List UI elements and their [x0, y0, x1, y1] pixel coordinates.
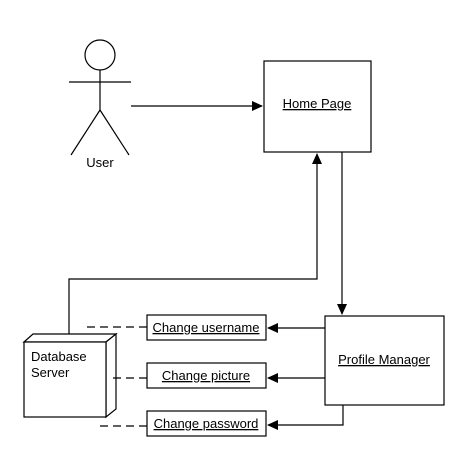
user-actor: [69, 39, 131, 156]
database-server-side-face: [105, 332, 117, 419]
home-page-node[interactable]: [263, 60, 372, 153]
profile-manager-label: Profile Manager: [338, 352, 430, 367]
change-password-label: Change password: [154, 416, 259, 431]
user-actor-right-leg: [99, 109, 130, 156]
change-username-node[interactable]: [146, 314, 267, 341]
database-server-label-line2: Server: [31, 365, 70, 380]
database-server-label-line1: Database: [31, 349, 87, 364]
database-server-front-face: [23, 341, 107, 418]
database-server-node[interactable]: [22, 332, 118, 419]
user-actor-label: User: [86, 155, 114, 170]
profile-manager-to-change-password-arrow: [267, 405, 344, 430]
change-picture-node[interactable]: [146, 362, 267, 389]
change-username-label: Change username: [153, 320, 260, 335]
user-actor-head: [84, 39, 116, 71]
user-actor-left-leg: [70, 109, 101, 156]
database-server-top-face: [22, 333, 118, 343]
database-server-to-home-page-arrow: [68, 153, 322, 334]
home-page-label: Home Page: [283, 96, 352, 111]
profile-manager-node[interactable]: [324, 315, 445, 406]
change-picture-label: Change picture: [162, 368, 250, 383]
change-password-node[interactable]: [146, 410, 267, 437]
